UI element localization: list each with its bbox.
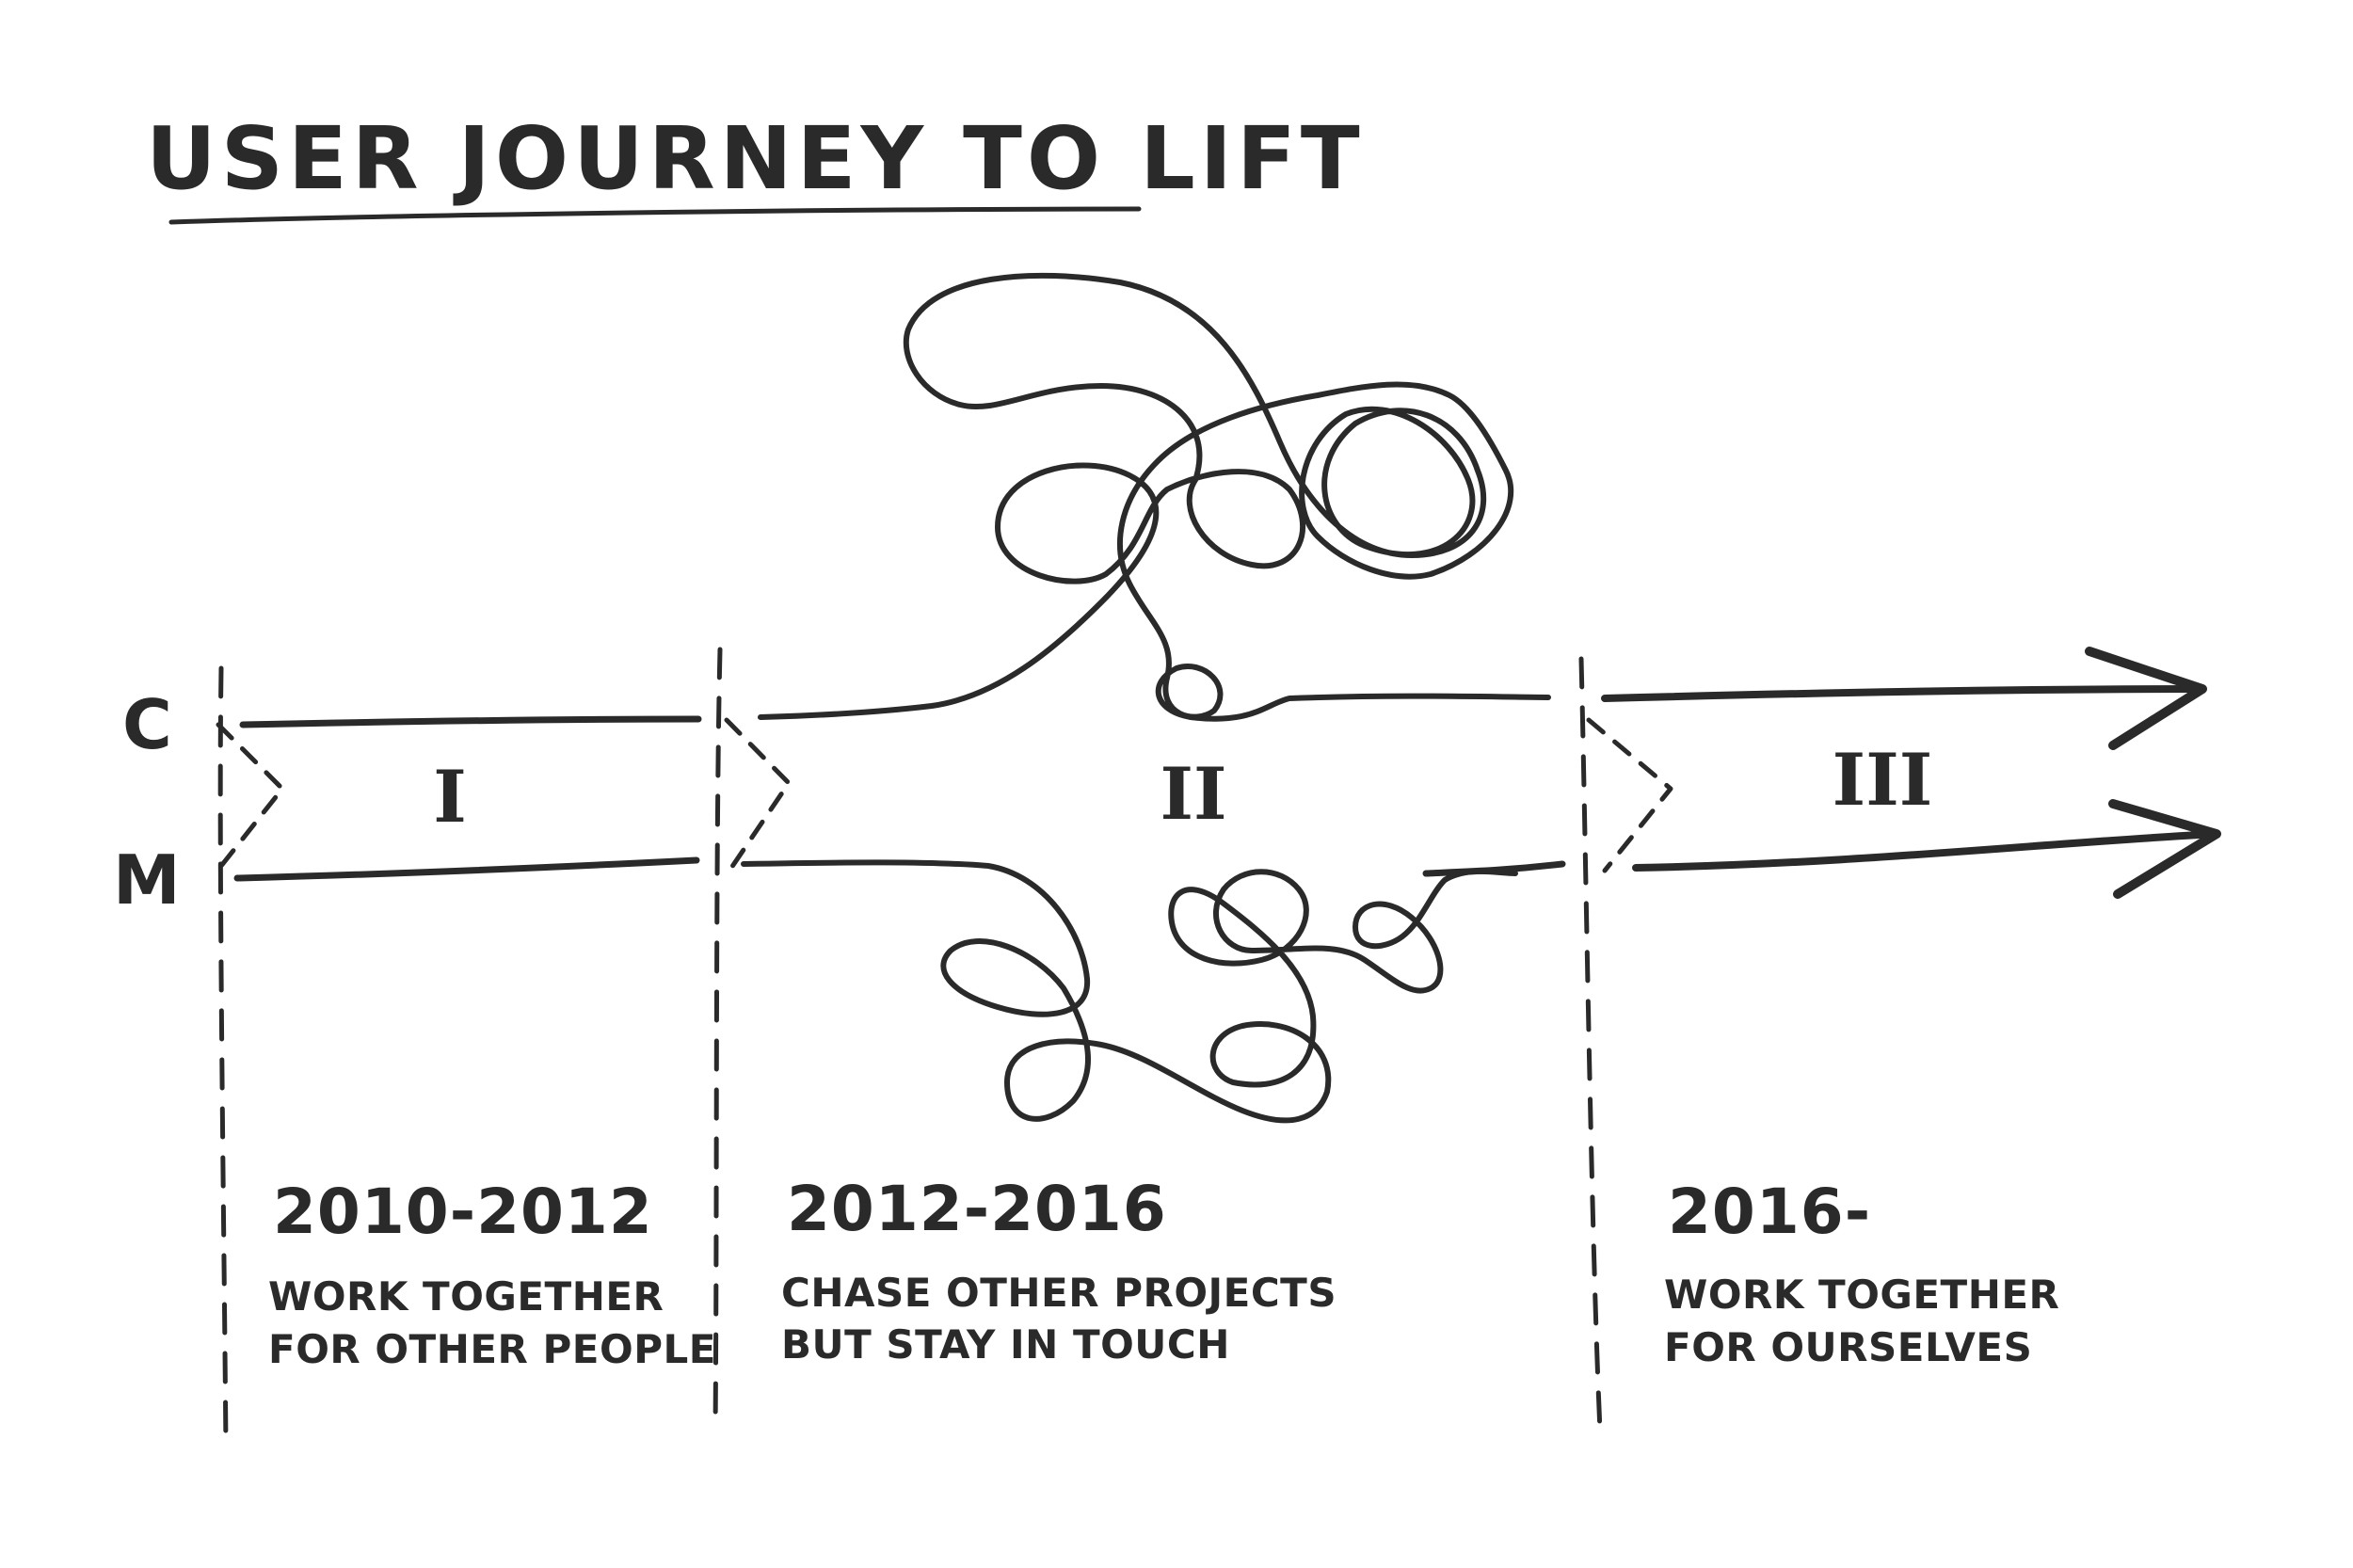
phase-divider-1 (217, 665, 229, 1452)
phase-desc-2-line1: CHASE OTHER PROJECTS (781, 1270, 1337, 1316)
path-m-phase-1 (233, 856, 700, 882)
track-label-top: C (122, 685, 172, 764)
phase-desc-2-line2: BUT STAY IN TOUCH (781, 1321, 1230, 1368)
path-c-arrowhead (2085, 647, 2207, 750)
phase-years-3: 2016- (1668, 1176, 1871, 1248)
path-m-phase-2-end (1422, 860, 1566, 877)
phase-divider-2 (712, 647, 723, 1433)
phase-chevron-1 (216, 722, 285, 869)
path-c-phase-3-arrow (1601, 685, 2206, 702)
phase-numeral-1: I (433, 755, 467, 839)
path-m-phase-3-arrow (1632, 830, 2220, 872)
phase-desc-3-line2: FOR OURSELVES (1664, 1324, 2032, 1370)
phase-numeral-3: III (1833, 738, 1933, 822)
path-c-phase-1 (239, 715, 702, 728)
phase-numeral-2: II (1160, 752, 1226, 836)
phase-chevron-3 (1586, 717, 1673, 873)
phase-desc-1-line2: FOR OTHER PEOPLE (268, 1326, 716, 1372)
page-title: USER JOURNEY TO LIFT (146, 108, 1365, 209)
phase-years-1: 2010-2012 (273, 1176, 653, 1248)
phase-years-2: 2012-2016 (787, 1173, 1167, 1245)
path-c-phase-2-tangle (758, 272, 1551, 722)
path-m-arrowhead (2108, 799, 2221, 899)
phase-desc-1-line1: WORK TOGETHER (268, 1273, 664, 1320)
title-underline (168, 206, 1142, 225)
phase-chevron-2 (724, 717, 792, 873)
phase-desc-3-line1: WORK TOGETHER (1664, 1272, 2059, 1318)
path-m-phase-2-tangle (741, 859, 1518, 1124)
phase-divider-3 (1578, 656, 1603, 1433)
track-label-bottom: M (113, 840, 181, 920)
